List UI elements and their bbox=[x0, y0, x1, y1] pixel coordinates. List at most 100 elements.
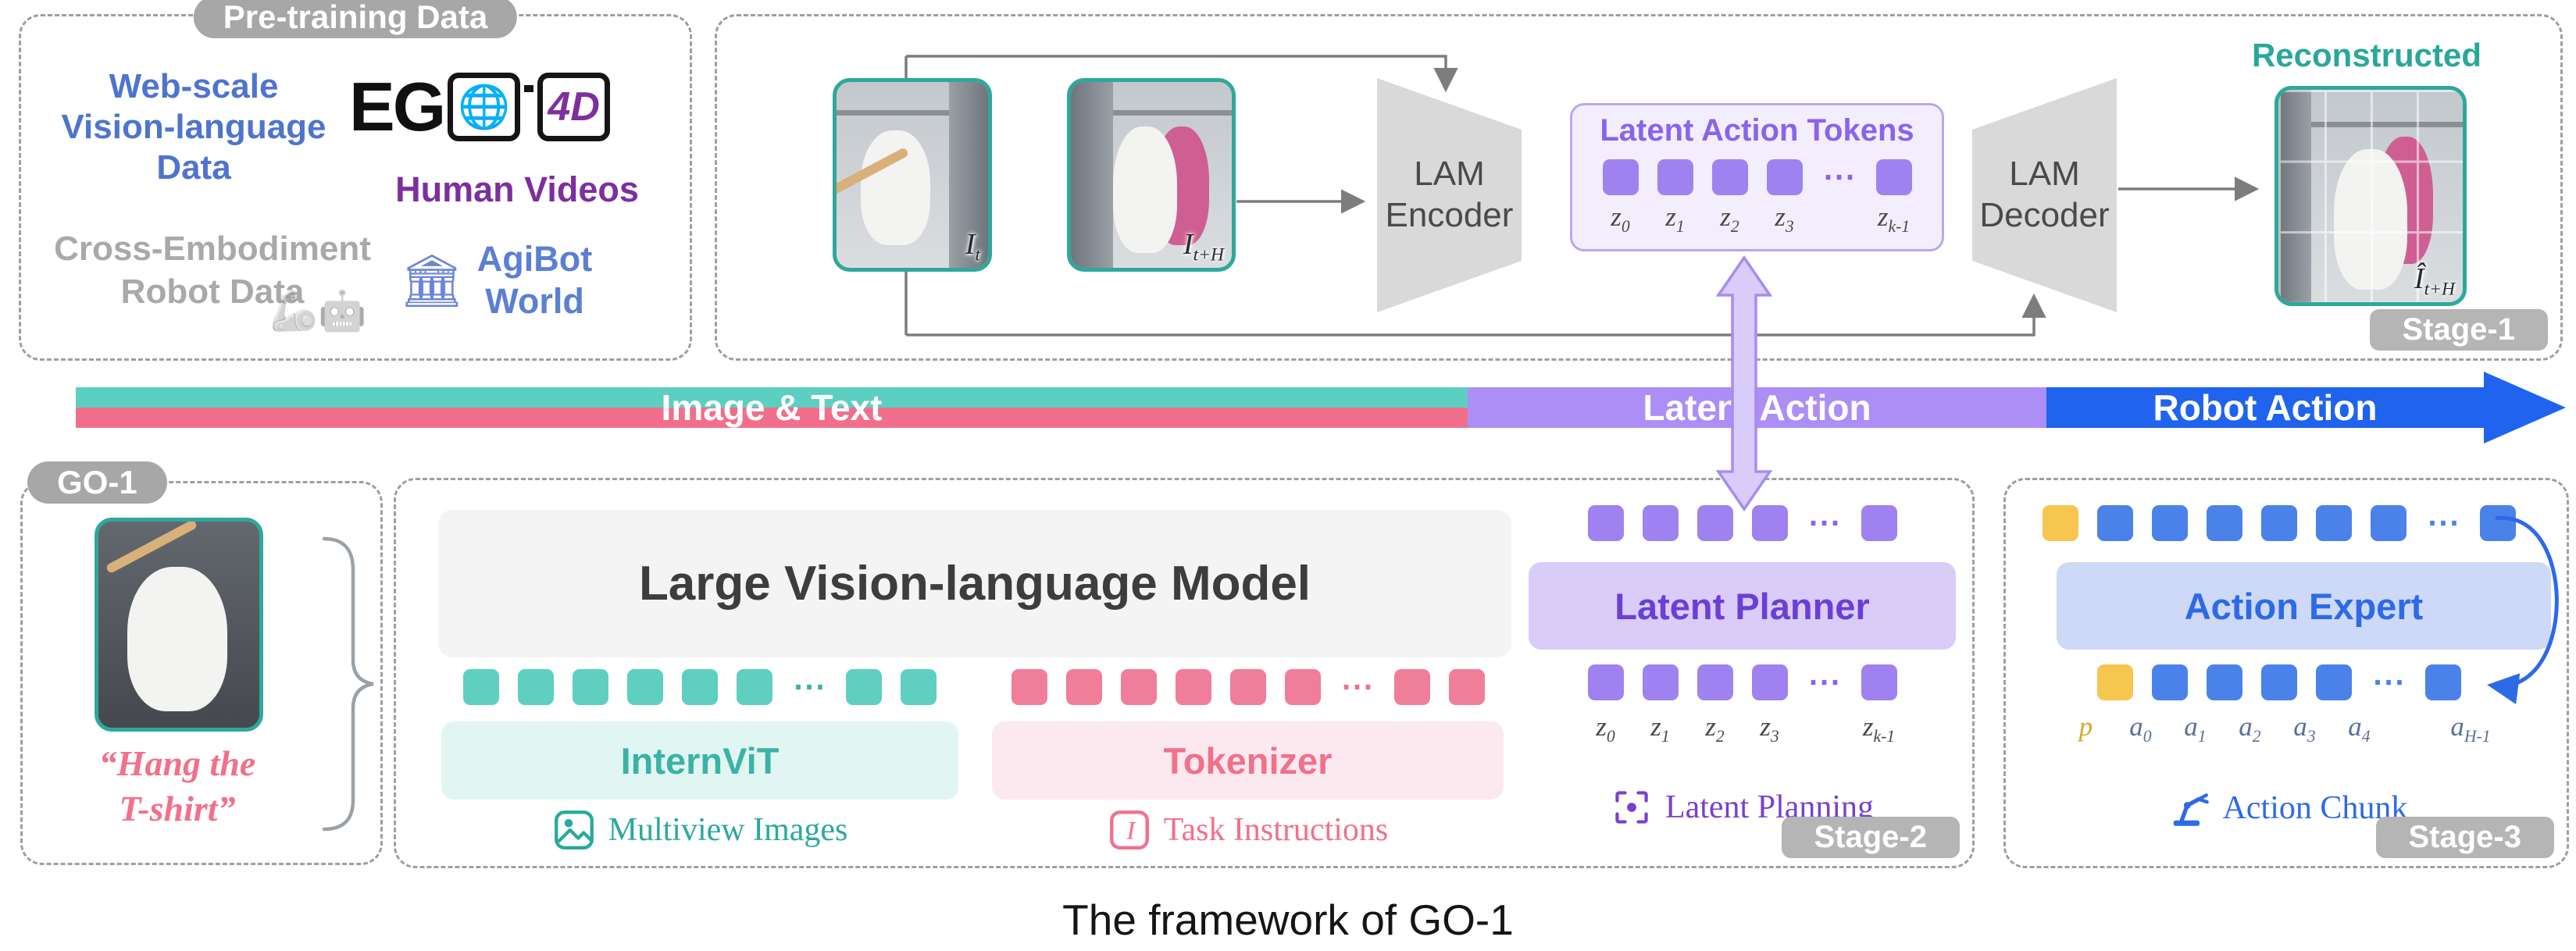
token-square bbox=[1711, 159, 1748, 195]
ellipsis: ⋯ bbox=[1807, 663, 1841, 700]
closet-rod bbox=[837, 109, 988, 116]
task-instructions-icon: I bbox=[1109, 810, 1149, 849]
token-square bbox=[1587, 664, 1624, 700]
token-square bbox=[1011, 669, 1047, 705]
glasses-lens-icon: 4D bbox=[537, 73, 610, 141]
action-token-row-top: ⋯ bbox=[2029, 505, 2529, 541]
stage1-box: It It+H LAM Encoder Latent Action Tokens… bbox=[715, 14, 2563, 361]
pretraining-data-box: Pre-training Data Web-scale Vision-langu… bbox=[19, 0, 692, 361]
token-square bbox=[1751, 664, 1788, 700]
stage2-pill: Stage-2 bbox=[1781, 817, 1960, 858]
multiview-images-icon bbox=[554, 810, 594, 849]
ellipsis: ⋯ bbox=[1340, 668, 1374, 704]
cross-embodiment-label: Cross-Embodiment Robot Data bbox=[54, 230, 371, 311]
training-flow-bar: Image & Text Latent Action Robot Action bbox=[76, 372, 2567, 443]
closet-panel bbox=[1071, 82, 1113, 268]
token-label: a2 bbox=[2239, 711, 2261, 746]
white-garment bbox=[1112, 126, 1177, 253]
flow-teal-stripe bbox=[76, 387, 1468, 408]
token-square bbox=[463, 669, 499, 705]
go1-input-box: GO-1 “Hang the T-shirt” bbox=[20, 461, 383, 865]
token-label: z0 bbox=[1596, 711, 1615, 746]
token-square bbox=[2480, 505, 2516, 541]
latent-token-row-top: ⋯ bbox=[1529, 505, 1956, 541]
token-square bbox=[1642, 664, 1679, 700]
token-label: a3 bbox=[2293, 711, 2316, 746]
ellipsis: ⋯ bbox=[1822, 158, 1856, 194]
token-label: aH-1 bbox=[2450, 711, 2491, 746]
token-square bbox=[737, 669, 772, 705]
ego4d-logo-4d: 4D bbox=[548, 84, 600, 130]
closet-rod bbox=[1071, 109, 1232, 116]
token-label: z2 bbox=[1705, 711, 1725, 746]
token-label: z1 bbox=[1665, 201, 1685, 236]
ego4d-logo: EG 🌐 4D bbox=[349, 73, 610, 141]
action-expert-box: Action Expert bbox=[2057, 562, 2551, 650]
language-instruction: “Hang the T-shirt” bbox=[98, 743, 256, 828]
token-square bbox=[2316, 664, 2352, 700]
go1-pill: GO-1 bbox=[27, 461, 167, 504]
white-garment bbox=[861, 130, 931, 246]
flow-label-latent-action: Latent Action bbox=[1643, 387, 1871, 428]
token-square bbox=[2152, 505, 2188, 541]
colosseum-icon: 🏛 bbox=[399, 251, 465, 309]
token-square bbox=[1120, 669, 1157, 705]
token-square bbox=[2097, 664, 2133, 700]
stage1-pill: Stage-1 bbox=[2369, 309, 2548, 351]
token-square bbox=[682, 669, 718, 705]
token-square bbox=[901, 669, 937, 705]
ellipsis: ⋯ bbox=[2372, 663, 2405, 700]
token-square bbox=[1766, 159, 1803, 195]
token-square bbox=[1602, 159, 1639, 195]
flow-arrowhead-icon bbox=[2484, 372, 2566, 443]
token-label: a1 bbox=[2184, 711, 2207, 746]
token-square bbox=[1751, 505, 1788, 541]
action-token-row-bottom: ⋯ bbox=[2029, 664, 2529, 700]
token-square bbox=[2207, 505, 2242, 541]
token-label: zk-1 bbox=[1877, 201, 1911, 236]
token-square bbox=[2371, 505, 2407, 541]
token-square bbox=[2425, 664, 2461, 700]
token-square bbox=[2207, 664, 2242, 700]
figure-caption: The framework of GO-1 bbox=[1062, 896, 1514, 944]
reconstruction-grid bbox=[2278, 90, 2463, 302]
svg-text:I: I bbox=[1126, 816, 1136, 845]
tokenizer-box: Tokenizer bbox=[992, 721, 1504, 800]
token-square bbox=[573, 669, 608, 705]
flow-segment-robot-action: Robot Action bbox=[2046, 387, 2484, 428]
token-label: a4 bbox=[2348, 711, 2371, 746]
token-square bbox=[1657, 159, 1693, 195]
token-square bbox=[1642, 505, 1679, 541]
action-token-labels: p a0 a1 a2 a3 a4 aH-1 bbox=[2029, 711, 2529, 746]
internvit-box: InternViT bbox=[441, 721, 958, 800]
robot-arm-icon bbox=[2173, 793, 2209, 826]
frame-label: It bbox=[965, 228, 980, 265]
token-square bbox=[627, 669, 663, 705]
token-label: z2 bbox=[1720, 201, 1739, 236]
token-square bbox=[2097, 505, 2133, 541]
task-instructions-text: Task Instructions bbox=[1163, 812, 1389, 848]
token-square bbox=[1175, 669, 1211, 705]
token-square bbox=[1861, 664, 1897, 700]
agibot-world-label: 🏛 AgiBot World bbox=[399, 238, 592, 322]
token-square bbox=[1697, 505, 1733, 541]
globe-icon: 🌐 bbox=[458, 84, 511, 130]
vision-token-row: ⋯ bbox=[441, 669, 958, 705]
latent-token-row-bottom: ⋯ bbox=[1529, 664, 1956, 700]
multiview-images-text: Multiview Images bbox=[608, 812, 848, 848]
pretraining-title-pill: Pre-training Data bbox=[193, 0, 518, 38]
web-scale-data-label: Web-scale Vision-language Data bbox=[61, 67, 326, 187]
token-label: z3 bbox=[1775, 201, 1794, 236]
token-label: a0 bbox=[2129, 711, 2152, 746]
token-label: z3 bbox=[1760, 711, 1779, 746]
token-label: zk-1 bbox=[1862, 711, 1896, 746]
token-label: p bbox=[2078, 711, 2093, 742]
text-token-row: ⋯ bbox=[992, 669, 1504, 705]
flow-segment-image-text: Image & Text bbox=[76, 387, 1468, 428]
stage2-box: Large Vision-language Model ⋯ ⋯ InternVi… bbox=[394, 478, 1975, 868]
lam-decoder: LAM Decoder bbox=[1972, 78, 2117, 312]
